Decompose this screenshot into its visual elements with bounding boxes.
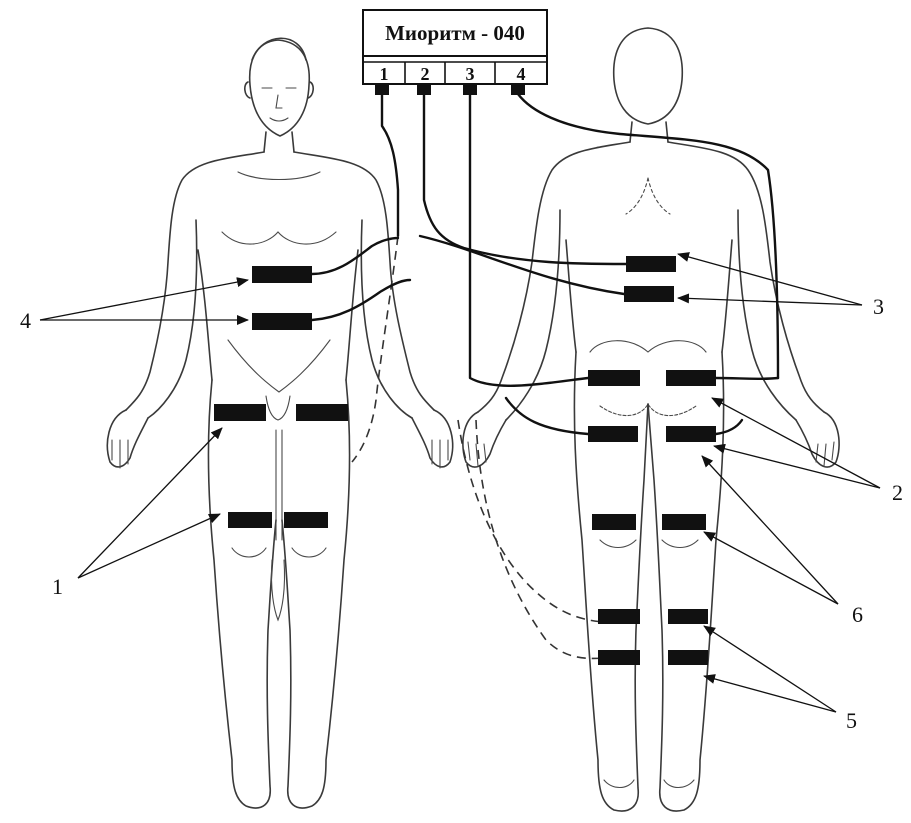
pad-back-lumbar-lower — [624, 286, 674, 302]
pad-front-thigh-right — [296, 404, 348, 421]
callout-5: 5 — [846, 708, 857, 733]
device-box: Миоритм - 040 1 2 3 4 — [363, 10, 547, 95]
pad-back-glute-right — [666, 370, 716, 386]
pad-back-lumbar-upper — [626, 256, 676, 272]
callout-6: 6 — [852, 602, 863, 627]
connector-2 — [417, 84, 431, 95]
wire-channel-1 — [382, 94, 398, 236]
pad-back-knee-left — [592, 514, 636, 530]
pad-front-abdomen-lower — [252, 313, 312, 330]
pad-front-thigh-left — [214, 404, 266, 421]
pad-back-hamstring-right — [666, 426, 716, 442]
device-channel-1: 1 — [380, 64, 389, 84]
callout-1: 1 — [52, 574, 63, 599]
callout-3: 3 — [873, 294, 884, 319]
pad-back-hamstring-left — [588, 426, 638, 442]
callout-2: 2 — [892, 480, 903, 505]
pad-back-knee-right — [662, 514, 706, 530]
pad-back-calf-upper-right — [668, 609, 708, 624]
pad-front-knee-right — [284, 512, 328, 528]
pad-front-knee-left — [228, 512, 272, 528]
pad-back-calf-upper-left — [598, 609, 640, 624]
callout-arrows — [40, 254, 880, 712]
device-title: Миоритм - 040 — [385, 21, 525, 45]
front-body-figure — [107, 38, 452, 808]
callout-4: 4 — [20, 308, 31, 333]
device-channel-3: 3 — [466, 64, 475, 84]
pad-back-calf-lower-left — [598, 650, 640, 665]
back-body-figure — [463, 28, 839, 811]
wire-channel-3 — [470, 94, 588, 386]
device-channel-4: 4 — [517, 64, 526, 84]
connector-1 — [375, 84, 389, 95]
pad-back-calf-lower-right — [668, 650, 708, 665]
connector-3 — [463, 84, 477, 95]
connector-4 — [511, 84, 525, 95]
pad-front-abdomen-upper — [252, 266, 312, 283]
pad-back-glute-left — [588, 370, 640, 386]
wire-channel-2 — [424, 94, 626, 264]
device-channel-2: 2 — [421, 64, 430, 84]
